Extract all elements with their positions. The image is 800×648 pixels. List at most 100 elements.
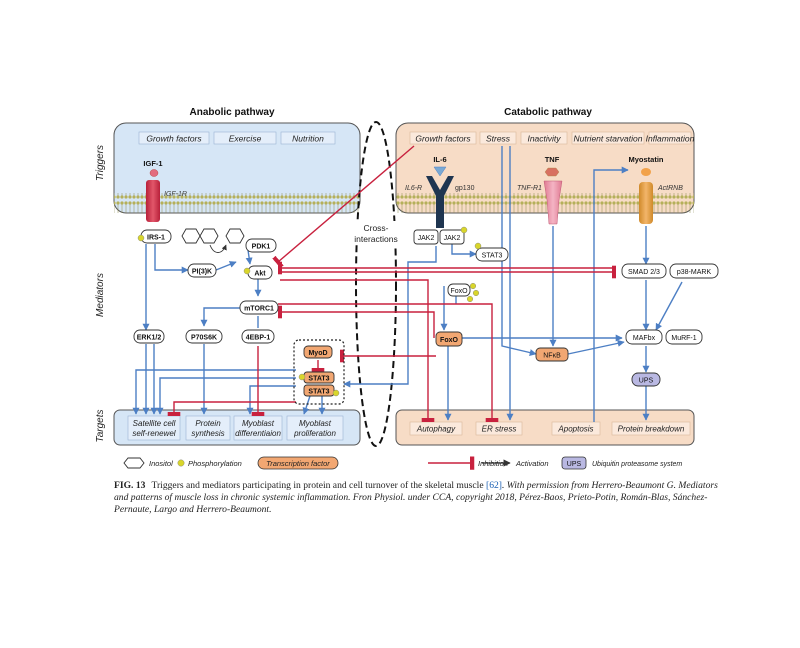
caption-reference-link[interactable]: [62] bbox=[486, 480, 502, 491]
target-protein-line2: synthesis bbox=[191, 429, 224, 438]
phospho-icon bbox=[474, 242, 482, 250]
cross-interactions-line1: Cross- bbox=[363, 223, 388, 233]
legend-ups: UPS bbox=[567, 461, 582, 468]
gp130-label: gp130 bbox=[455, 185, 475, 192]
membrane-anabolic bbox=[114, 193, 360, 213]
foxo-node: FoxO bbox=[435, 331, 463, 347]
foxo-label: FoxO bbox=[440, 337, 458, 344]
il6-label: IL-6 bbox=[433, 155, 446, 164]
row-label-triggers: Triggers bbox=[95, 145, 106, 181]
pdk1-node: PDK1 bbox=[245, 238, 277, 253]
trigger-nutrition: Nutrition bbox=[292, 134, 324, 144]
igf1-ligand-icon bbox=[149, 169, 159, 177]
actrnb-label: ActRNB bbox=[657, 185, 683, 192]
pdk1-label: PDK1 bbox=[252, 244, 271, 251]
row-label-targets: Targets bbox=[95, 410, 106, 443]
target-er-stress: ER stress bbox=[482, 425, 517, 434]
legend-activation: Activation bbox=[515, 459, 549, 468]
erk12-label: ERK1/2 bbox=[137, 335, 162, 342]
inhibition-arrows bbox=[167, 145, 617, 423]
inositol-icon bbox=[123, 457, 145, 469]
ups-legend-icon bbox=[561, 456, 587, 470]
catabolic-trigger-chips: Growth factors Stress Inactivity Nutrien… bbox=[409, 131, 695, 145]
murf1-label: MuRF-1 bbox=[671, 335, 696, 342]
target-proliferation-line1: Myoblast bbox=[299, 419, 332, 428]
myod-stat3-cluster bbox=[293, 339, 345, 405]
il6r-label: IL6-R bbox=[405, 185, 422, 192]
phospho-icon bbox=[470, 283, 477, 290]
actrnb-receptor-icon bbox=[639, 182, 653, 224]
trigger-inactivity: Inactivity bbox=[527, 134, 561, 144]
mtorc1-node: mTORC1 bbox=[239, 300, 279, 315]
trigger-exercise: Exercise bbox=[229, 134, 262, 144]
p70s6k-node: P70S6K bbox=[185, 329, 223, 344]
activation-arrows bbox=[132, 146, 683, 422]
phospho-icon bbox=[467, 296, 474, 303]
catabolic-target-panel bbox=[395, 409, 695, 446]
transcription-factor-icon bbox=[257, 456, 339, 470]
ebp1-node: 4EBP-1 bbox=[241, 329, 275, 344]
trigger-nutrient-starvation: Nutrient starvation bbox=[574, 134, 643, 144]
nfkb-node: NFκB bbox=[535, 347, 569, 362]
il6-ligand-icon bbox=[433, 166, 447, 177]
p38-node: p38-MARK bbox=[669, 263, 719, 279]
akt-node: Akt bbox=[243, 265, 273, 280]
caption-permission: . With permission from Herrero-Beaumont … bbox=[114, 480, 718, 516]
myod-label: MyoD bbox=[308, 350, 327, 357]
erk12-node: ERK1/2 bbox=[133, 329, 165, 344]
anabolic-target-chips: Satellite cell self-renewel Protein synt… bbox=[127, 415, 344, 441]
mtorc1-label: mTORC1 bbox=[244, 306, 274, 313]
target-differentiation-line2: differentiaion bbox=[235, 429, 281, 438]
row-label-mediators: Mediators bbox=[95, 273, 106, 317]
caption-text: Triggers and mediators participating in … bbox=[151, 480, 484, 491]
trigger-stress: Stress bbox=[486, 134, 511, 144]
anabolic-header: Anabolic pathway bbox=[189, 107, 274, 118]
p70s6k-label: P70S6K bbox=[191, 335, 217, 342]
pi3k-node: PI(3)K bbox=[187, 263, 217, 278]
stat3-label: STAT3 bbox=[308, 376, 329, 383]
smad-node: SMAD 2/3 bbox=[621, 263, 667, 279]
catabolic-header: Catabolic pathway bbox=[504, 107, 592, 118]
cross-interactions-ellipse bbox=[355, 121, 397, 447]
target-apoptosis: Apoptosis bbox=[557, 425, 593, 434]
tnf-receptor: TNF TNF-R1 bbox=[517, 155, 563, 225]
phosphorylation-icon bbox=[177, 459, 185, 467]
ups-node: UPS bbox=[631, 372, 661, 387]
jak2-node-left: JAK2 bbox=[413, 229, 439, 245]
il6-receptor-icon bbox=[426, 176, 454, 228]
myostatin-ligand-icon bbox=[641, 168, 651, 176]
foxo-label: FoxO bbox=[450, 288, 468, 295]
phospho-icon bbox=[137, 234, 145, 242]
stat3-label: STAT3 bbox=[308, 389, 329, 396]
igf1r-label: IGF-1R bbox=[164, 191, 187, 198]
figure-caption: FIG. 13 Triggers and mediators participat… bbox=[114, 480, 726, 517]
stat3-node-top: STAT3 bbox=[298, 371, 335, 384]
igf1-receptor: IGF-1 IGF-1R bbox=[143, 159, 187, 222]
figure-label: FIG. 13 bbox=[114, 480, 146, 491]
inositol-icons bbox=[181, 228, 245, 244]
mafbx-node: MAFbx bbox=[625, 329, 663, 345]
pi3k-label: PI(3)K bbox=[192, 269, 212, 276]
catabolic-target-chips: Autophagy ER stress Apoptosis Protein br… bbox=[409, 421, 691, 436]
p38-label: p38-MARK bbox=[677, 269, 712, 276]
phospho-icon bbox=[298, 373, 306, 381]
stat3-node-catabolic: STAT3 bbox=[474, 242, 509, 262]
murf1-node: MuRF-1 bbox=[665, 329, 703, 345]
trigger-growth-factors-anabolic: Growth factors bbox=[146, 134, 202, 144]
anabolic-trigger-chips: Growth factors Exercise Nutrition bbox=[138, 131, 336, 145]
phospho-icon bbox=[332, 389, 340, 397]
tnfr1-label: TNF-R1 bbox=[517, 185, 542, 192]
igf1-label: IGF-1 bbox=[143, 159, 162, 168]
myod-node: MyoD bbox=[303, 345, 333, 359]
jak2-node-right: JAK2 bbox=[439, 226, 468, 245]
cross-interactions-line2: interactions bbox=[354, 234, 397, 244]
myostatin-receptor: Myostatin ActRNB bbox=[628, 155, 683, 224]
inositol-conversion-arrow bbox=[209, 244, 227, 253]
target-proliferation-line2: proliferation bbox=[293, 429, 336, 438]
foxo-node-phospho: FoxO bbox=[447, 283, 480, 303]
legend-transcription-factor: Transcription factor bbox=[266, 459, 330, 468]
ebp1-label: 4EBP-1 bbox=[246, 335, 271, 342]
phospho-icon bbox=[473, 290, 480, 297]
legend: Inositol Phosphorylation Transcription f… bbox=[123, 456, 682, 470]
igf1r-receptor-icon bbox=[146, 180, 160, 222]
